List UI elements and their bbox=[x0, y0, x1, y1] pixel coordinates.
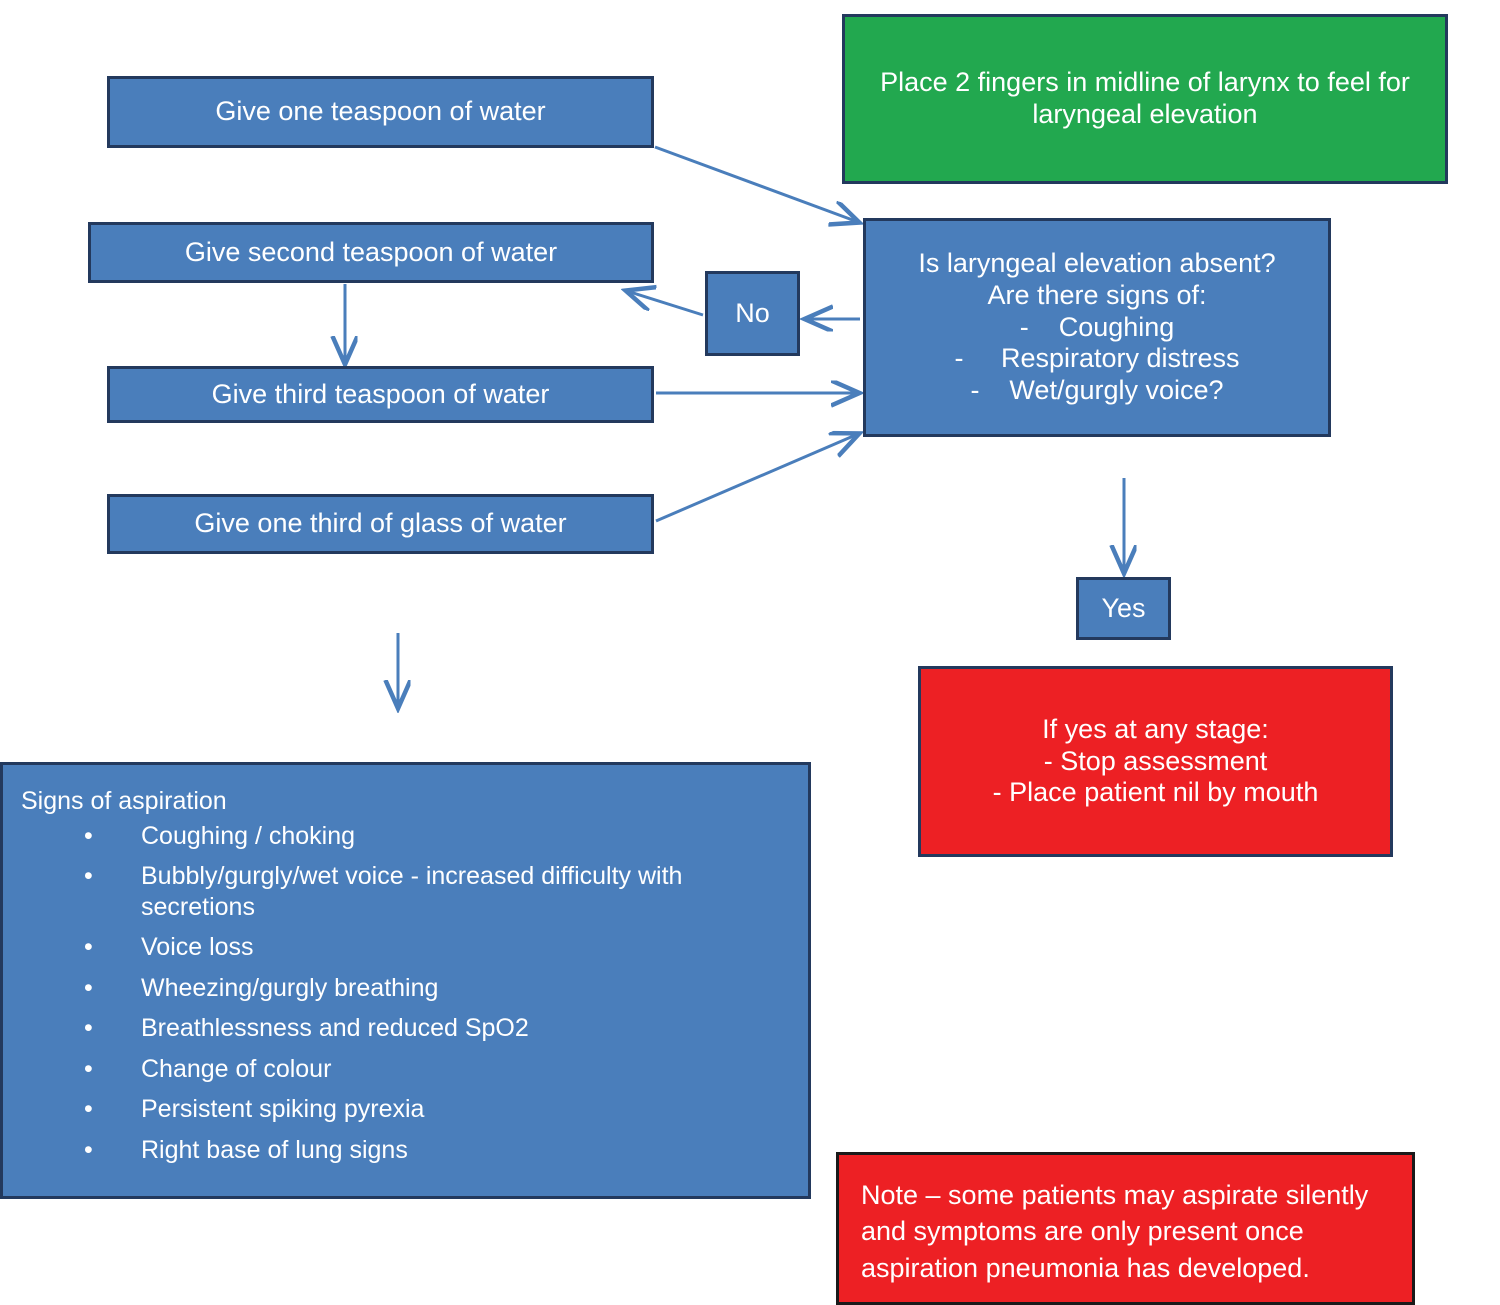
decision-bullet-respiratory-distress: - Respiratory distress bbox=[954, 343, 1240, 374]
signs-list: • Coughing / choking • Bubbly/gurgly/wet… bbox=[21, 821, 794, 1166]
bullet-icon: • bbox=[84, 933, 93, 961]
decision-bullet-coughing: - Coughing bbox=[1019, 311, 1175, 342]
decision-line-1: Is laryngeal elevation absent? bbox=[918, 247, 1276, 278]
branch-label-no[interactable]: No bbox=[705, 271, 800, 356]
bullet-icon: • bbox=[84, 1135, 93, 1164]
if-yes-line-1: If yes at any stage: bbox=[1042, 713, 1269, 744]
note-box-silent-aspiration[interactable]: Note – some patients may aspirate silent… bbox=[836, 1152, 1415, 1305]
step-box-label: Give second teaspoon of water bbox=[184, 236, 558, 267]
decision-box-laryngeal-elevation[interactable]: Is laryngeal elevation absent? Are there… bbox=[863, 218, 1331, 437]
decision-line-2: Are there signs of: bbox=[987, 279, 1207, 310]
list-item-label: Bubbly/gurgly/wet voice - increased diff… bbox=[141, 862, 683, 921]
list-item: • Coughing / choking bbox=[84, 821, 794, 852]
arrow-no-to-teaspoon2 bbox=[627, 291, 704, 317]
list-item-label: Voice loss bbox=[141, 933, 254, 961]
note-paragraph: Note – some patients may aspirate silent… bbox=[861, 1180, 1369, 1283]
branch-label-no-text: No bbox=[735, 297, 770, 328]
list-item-label: Change of colour bbox=[141, 1054, 332, 1083]
list-item: • Wheezing/gurgly breathing bbox=[84, 973, 794, 1004]
step-box-label: Give one third of glass of water bbox=[194, 508, 567, 539]
list-item: • Change of colour bbox=[84, 1054, 794, 1085]
instruction-box-palpate-larynx[interactable]: Place 2 fingers in midline of larynx to … bbox=[842, 14, 1448, 184]
list-item: • Voice loss bbox=[84, 932, 794, 963]
list-item: • Right base of lung signs bbox=[84, 1135, 794, 1166]
bullet-icon: • bbox=[84, 973, 93, 1002]
list-item: • Bubbly/gurgly/wet voice - increased di… bbox=[84, 861, 794, 922]
info-box-signs-of-aspiration[interactable]: Signs of aspiration • Coughing / choking… bbox=[0, 762, 811, 1199]
alert-box-if-yes-stop[interactable]: If yes at any stage: - Stop assessment -… bbox=[918, 666, 1393, 857]
list-item-label: Persistent spiking pyrexia bbox=[141, 1095, 425, 1123]
list-item-label: Breathlessness and reduced SpO2 bbox=[141, 1014, 529, 1042]
decision-bullet-wet-gurgly-voice: - Wet/gurgly voice? bbox=[970, 375, 1224, 406]
branch-label-yes[interactable]: Yes bbox=[1076, 577, 1171, 640]
list-item: • Breathlessness and reduced SpO2 bbox=[84, 1013, 794, 1044]
list-item-label: Right base of lung signs bbox=[141, 1135, 408, 1164]
bullet-icon: • bbox=[84, 862, 93, 890]
step-box-give-one-third-glass[interactable]: Give one third of glass of water bbox=[107, 494, 654, 554]
if-yes-line-2: - Stop assessment bbox=[1043, 745, 1268, 776]
bullet-icon: • bbox=[84, 821, 93, 850]
step-box-label: Give one teaspoon of water bbox=[215, 96, 546, 127]
list-item-label: Coughing / choking bbox=[141, 821, 356, 850]
instruction-box-label: Place 2 fingers in midline of larynx to … bbox=[880, 67, 1410, 129]
step-box-give-one-teaspoon[interactable]: Give one teaspoon of water bbox=[107, 76, 654, 148]
bullet-icon: • bbox=[84, 1095, 93, 1123]
step-box-label: Give third teaspoon of water bbox=[211, 378, 550, 409]
step-box-give-third-teaspoon[interactable]: Give third teaspoon of water bbox=[107, 366, 654, 423]
note-box-text: Note – some patients may aspirate silent… bbox=[861, 1177, 1394, 1286]
list-item: • Persistent spiking pyrexia bbox=[84, 1094, 794, 1125]
alert-box-text: If yes at any stage: - Stop assessment -… bbox=[993, 714, 1319, 810]
arrow-teaspoon1-to-decision bbox=[654, 145, 858, 222]
branch-label-yes-text: Yes bbox=[1101, 592, 1146, 623]
arrow-glass-to-decision bbox=[655, 434, 858, 523]
list-item-label: Wheezing/gurgly breathing bbox=[141, 973, 439, 1002]
decision-box-text: Is laryngeal elevation absent? Are there… bbox=[866, 248, 1328, 407]
bullet-icon: • bbox=[84, 1014, 93, 1042]
bullet-icon: • bbox=[84, 1054, 93, 1083]
step-box-give-second-teaspoon[interactable]: Give second teaspoon of water bbox=[88, 222, 654, 283]
if-yes-line-3: - Place patient nil by mouth bbox=[992, 777, 1319, 808]
signs-box-title: Signs of aspiration bbox=[21, 787, 227, 815]
